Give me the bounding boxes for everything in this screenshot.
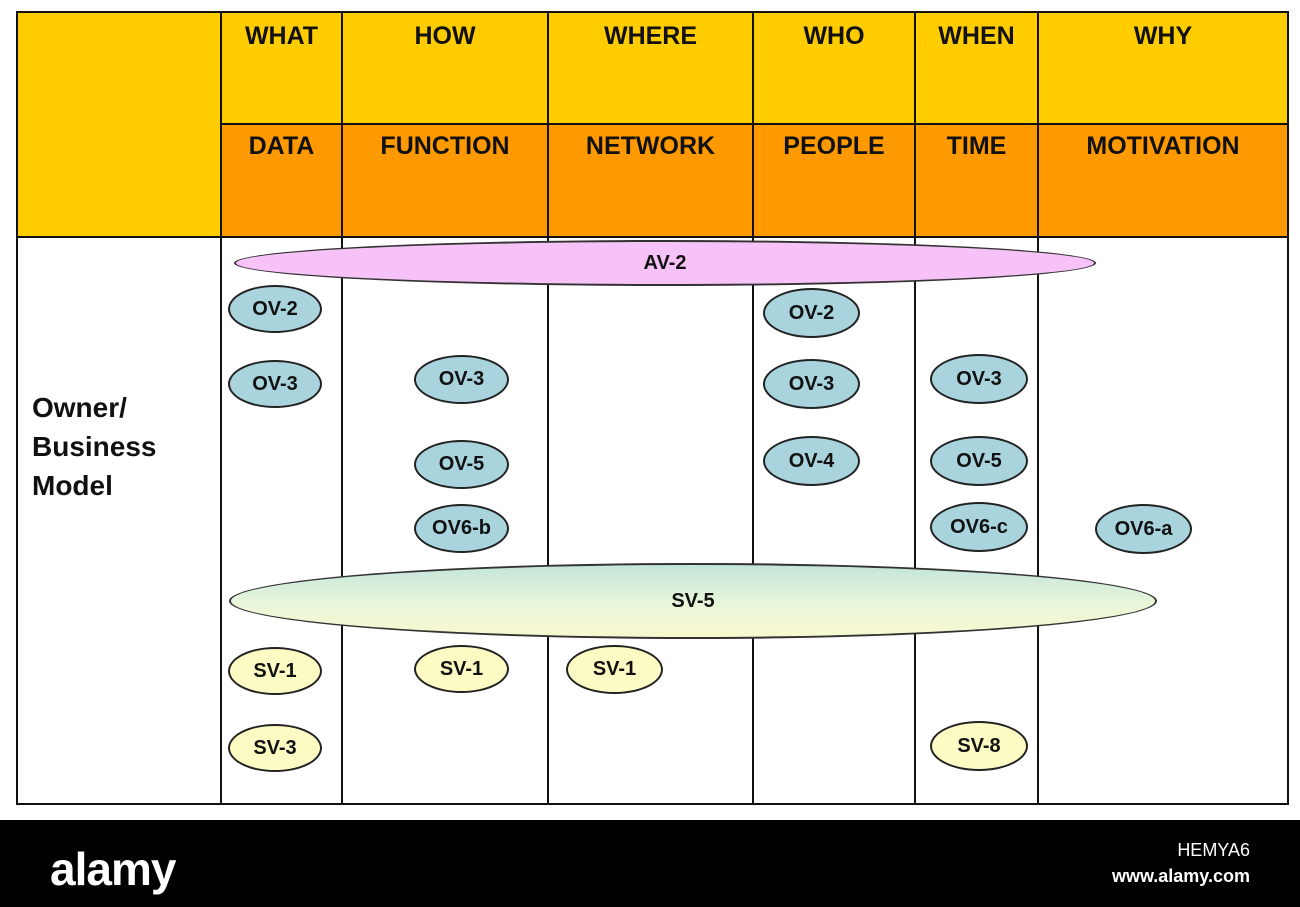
border-bottom <box>16 803 1289 805</box>
header-corner-cell <box>18 12 221 237</box>
question-header-why: WHY <box>1133 22 1193 50</box>
function-ov5-oval: OV-5 <box>414 440 509 489</box>
site-url: www.alamy.com <box>1111 866 1250 886</box>
border-left <box>16 11 18 805</box>
people-ov4-oval: OV-4 <box>763 436 860 486</box>
stock-watermark-bar: alamy HEMYA6 www.alamy.com <box>0 820 1300 907</box>
time-sv8-oval: SV-8 <box>930 721 1028 771</box>
aspect-header-time: TIME <box>946 132 1007 160</box>
aspect-header-data: DATA <box>248 132 315 160</box>
aspect-header-network: NETWORK <box>585 132 716 160</box>
divider-question-aspect <box>221 123 1289 125</box>
data-sv3-oval: SV-3 <box>228 724 322 772</box>
zachman-framework-diagram: WHAT HOW WHERE WHO WHEN WHY DATA FUNCTIO… <box>16 11 1289 805</box>
function-sv1-oval: SV-1 <box>414 645 509 693</box>
function-ov3-oval: OV-3 <box>414 355 509 404</box>
question-header-who: WHO <box>803 22 865 50</box>
aspect-row <box>221 124 1288 237</box>
image-id: HEMYA6 <box>1177 840 1250 860</box>
network-sv1-oval: SV-1 <box>566 645 663 694</box>
data-ov2-oval: OV-2 <box>228 285 322 333</box>
column-divider <box>914 11 916 805</box>
time-ov5-oval: OV-5 <box>930 436 1028 486</box>
row-label-owner-business-model: Owner/ Business Model <box>32 388 212 505</box>
time-ov3-oval: OV-3 <box>930 354 1028 404</box>
border-top <box>16 11 1289 13</box>
sv5-span-oval: SV-5 <box>229 563 1157 639</box>
column-divider <box>341 11 343 805</box>
function-ov6b-oval: OV6-b <box>414 504 509 553</box>
people-ov2-oval: OV-2 <box>763 288 860 338</box>
column-divider <box>752 11 754 805</box>
question-header-where: WHERE <box>603 22 698 50</box>
border-right <box>1287 11 1289 805</box>
data-ov3-oval: OV-3 <box>228 360 322 408</box>
data-sv1-oval: SV-1 <box>228 647 322 695</box>
time-ov6c-oval: OV6-c <box>930 502 1028 552</box>
aspect-header-motivation: MOTIVATION <box>1086 132 1240 160</box>
people-ov3-oval: OV-3 <box>763 359 860 409</box>
aspect-header-function: FUNCTION <box>380 132 510 160</box>
question-row <box>221 12 1288 124</box>
column-divider <box>547 11 549 805</box>
aspect-header-people: PEOPLE <box>783 132 885 160</box>
row-label-line: Business <box>32 431 157 462</box>
column-divider <box>220 11 222 805</box>
row-label-line: Owner/ <box>32 392 127 423</box>
question-header-what: WHAT <box>244 22 319 50</box>
av2-span-oval: AV-2 <box>234 240 1096 286</box>
question-header-when: WHEN <box>938 22 1015 50</box>
divider-header-body <box>16 236 1289 238</box>
column-divider <box>1037 11 1039 805</box>
motivation-ov6a-oval: OV6-a <box>1095 504 1192 554</box>
question-header-how: HOW <box>414 22 476 50</box>
row-label-line: Model <box>32 470 113 501</box>
brand-logo: alamy <box>50 843 176 895</box>
